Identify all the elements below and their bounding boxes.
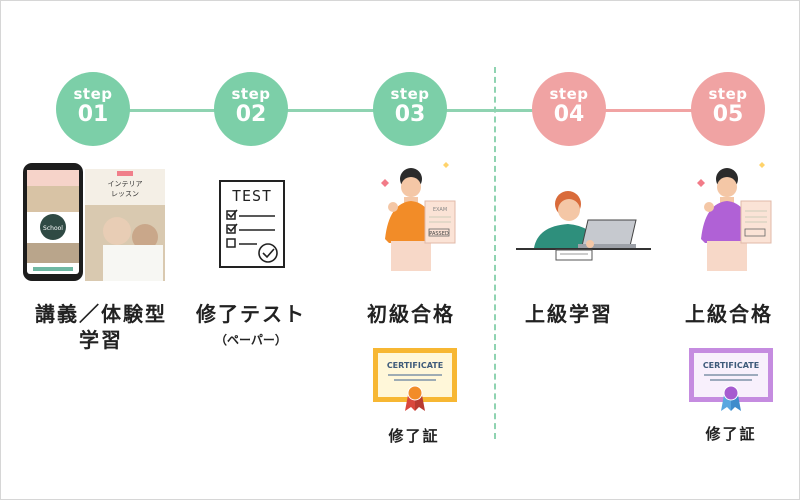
step-04-circle: step 04 bbox=[532, 72, 606, 146]
level-divider bbox=[494, 67, 496, 439]
step-03-certificate-label: 修了証 bbox=[388, 427, 440, 445]
step-05-certificate-label: 修了証 bbox=[705, 425, 757, 443]
certificate-orange-icon: CERTIFICATE bbox=[373, 348, 457, 411]
certificate-purple-icon: CERTIFICATE bbox=[689, 348, 773, 411]
test-sheet-icon: TEST bbox=[219, 180, 285, 268]
brochure-title-2: レッスン bbox=[111, 190, 139, 198]
step-01-label-line2: 学習 bbox=[79, 328, 123, 352]
step-02-label: 修了テスト bbox=[196, 302, 306, 326]
step-word: step bbox=[231, 85, 271, 103]
step-03-label: 初級合格 bbox=[367, 302, 455, 326]
step-05-circle: step 05 bbox=[691, 72, 765, 146]
certificate-purple-illustration: CERTIFICATE bbox=[688, 347, 774, 413]
test-sheet-illustration: TEST bbox=[217, 179, 287, 269]
person-at-laptop-image bbox=[516, 191, 651, 261]
step-word: step bbox=[549, 85, 589, 103]
passed-person-purple-image bbox=[697, 162, 772, 271]
passed-person-orange-illustration: EXAM PASSED bbox=[373, 161, 461, 273]
step-01-label: 講義／体験型 学習 bbox=[11, 301, 191, 353]
timeline-line-join bbox=[411, 109, 569, 112]
step-number: 01 bbox=[77, 102, 109, 127]
studying-person-illustration bbox=[516, 186, 651, 266]
lesson-materials-illustration: インテリア レッスン School bbox=[19, 161, 169, 283]
step-number: 05 bbox=[712, 102, 744, 127]
step-number: 02 bbox=[235, 102, 267, 127]
phone-and-brochure-image: インテリア レッスン School bbox=[23, 163, 165, 281]
passed-person-purple-illustration bbox=[689, 161, 777, 273]
step-number: 04 bbox=[553, 102, 585, 127]
step-03-circle: step 03 bbox=[373, 72, 447, 146]
step-word: step bbox=[73, 85, 113, 103]
passed-stamp-text: PASSED bbox=[429, 231, 449, 237]
phone-school-text: School bbox=[43, 225, 63, 232]
step-01-label-line1: 講義／体験型 bbox=[35, 302, 167, 326]
test-title: TEST bbox=[232, 187, 272, 205]
certificate-orange-illustration: CERTIFICATE bbox=[372, 347, 458, 413]
exam-paper-text: EXAM bbox=[433, 207, 447, 213]
step-01-circle: step 01 bbox=[56, 72, 130, 146]
step-02-sublabel: （ペーパー） bbox=[215, 333, 287, 347]
step-word: step bbox=[708, 85, 748, 103]
certificate-title: CERTIFICATE bbox=[703, 361, 759, 370]
step-word: step bbox=[390, 85, 430, 103]
certificate-title: CERTIFICATE bbox=[387, 361, 443, 370]
timeline-line-pink bbox=[569, 109, 729, 112]
step-number: 03 bbox=[394, 102, 426, 127]
passed-person-orange-image: EXAM PASSED bbox=[381, 162, 456, 271]
brochure-title-1: インテリア bbox=[108, 180, 143, 188]
step-05-label: 上級合格 bbox=[685, 302, 773, 326]
step-02-circle: step 02 bbox=[214, 72, 288, 146]
step-04-label: 上級学習 bbox=[525, 302, 613, 326]
